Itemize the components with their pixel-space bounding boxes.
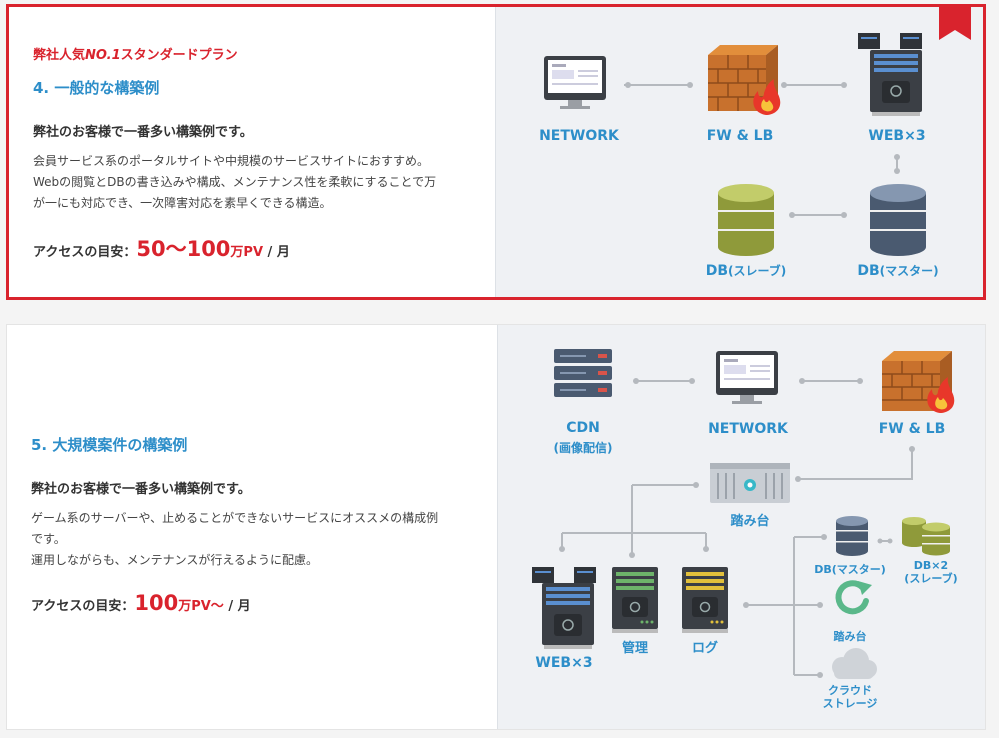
label-web: WEB×3 bbox=[535, 655, 592, 671]
refresh-icon bbox=[835, 580, 872, 615]
label-db-x2: DB×2 bbox=[914, 559, 948, 572]
database-master-icon bbox=[870, 184, 926, 256]
label-db-x2-sub: (スレーブ) bbox=[904, 571, 957, 585]
label-db-master: DB(マスター) bbox=[814, 563, 886, 576]
admin-server-icon bbox=[612, 567, 658, 633]
monitor-icon bbox=[716, 351, 778, 404]
monitor-icon bbox=[544, 56, 606, 109]
label-db-slave: DB(スレーブ) bbox=[706, 263, 787, 279]
label-fw-lb: FW & LB bbox=[707, 128, 774, 144]
label-fw-lb: FW & LB bbox=[879, 421, 946, 437]
label-network: NETWORK bbox=[539, 128, 620, 144]
label-cloud-1: クラウド bbox=[828, 684, 872, 697]
plan-description: ゲーム系のサーバーや、止めることができないサービスにオススメの構成例 です。 運… bbox=[31, 511, 439, 567]
popular-badge: 弊社人気NO.1スタンダードプラン bbox=[33, 48, 238, 63]
access-estimate: アクセスの目安：50～100万PV / 月 bbox=[33, 237, 290, 261]
plan-title: 5. 大規模案件の構築例 bbox=[31, 436, 188, 454]
cloud-icon bbox=[832, 648, 877, 679]
label-bastion: 踏み台 bbox=[730, 513, 769, 529]
label-cdn: CDN bbox=[566, 420, 600, 436]
diagram-panel-large: CDN (画像配信) NETWORK bbox=[497, 325, 985, 729]
architecture-diagram-large: CDN (画像配信) NETWORK bbox=[532, 349, 958, 710]
connector-lines bbox=[559, 378, 915, 678]
plan-description: 会員サービス系のポータルサイトや中規模のサービスサイトにおすすめ。 Webの閲覧… bbox=[33, 154, 437, 210]
label-cdn-sub: (画像配信) bbox=[554, 440, 613, 455]
label-network: NETWORK bbox=[708, 421, 789, 437]
cdn-server-icon bbox=[554, 349, 612, 397]
log-server-icon bbox=[682, 567, 728, 633]
web-server-icon bbox=[532, 567, 596, 649]
label-bastion-2: 踏み台 bbox=[834, 629, 867, 643]
label-cloud-2: ストレージ bbox=[823, 697, 878, 710]
database-slave-icon bbox=[902, 517, 950, 556]
plan-lead: 弊社のお客様で一番多い構築例です。 bbox=[33, 125, 253, 140]
access-estimate: アクセスの目安：100万PV～ / 月 bbox=[31, 591, 251, 615]
plan-text-large: 5. 大規模案件の構築例 弊社のお客様で一番多い構築例です。 ゲーム系のサーバー… bbox=[7, 325, 497, 729]
label-log: ログ bbox=[692, 640, 718, 656]
label-db-master: DB(マスター) bbox=[857, 263, 938, 279]
database-slave-icon bbox=[718, 184, 774, 256]
diagram-panel-standard: NETWORK FW & LB bbox=[495, 4, 983, 297]
bookmark-ribbon-icon bbox=[939, 4, 971, 40]
architecture-diagram-standard: NETWORK FW & LB bbox=[539, 33, 939, 279]
label-web: WEB×3 bbox=[868, 128, 925, 144]
database-master-icon bbox=[836, 516, 868, 556]
plan-card-standard: 弊社人気NO.1スタンダードプラン 4. 一般的な構築例 弊社のお客様で一番多い… bbox=[6, 4, 986, 300]
label-admin: 管理 bbox=[622, 640, 648, 656]
plan-lead: 弊社のお客様で一番多い構築例です。 bbox=[31, 482, 251, 497]
plan-card-large: 5. 大規模案件の構築例 弊社のお客様で一番多い構築例です。 ゲーム系のサーバー… bbox=[6, 324, 986, 730]
connector-lines bbox=[624, 82, 900, 218]
firewall-icon bbox=[882, 351, 955, 413]
firewall-icon bbox=[708, 45, 781, 115]
plan-title: 4. 一般的な構築例 bbox=[33, 79, 160, 97]
web-server-icon bbox=[858, 33, 922, 116]
plan-text-standard: 弊社人気NO.1スタンダードプラン 4. 一般的な構築例 弊社のお客様で一番多い… bbox=[9, 7, 499, 297]
bastion-server-icon bbox=[710, 463, 790, 503]
